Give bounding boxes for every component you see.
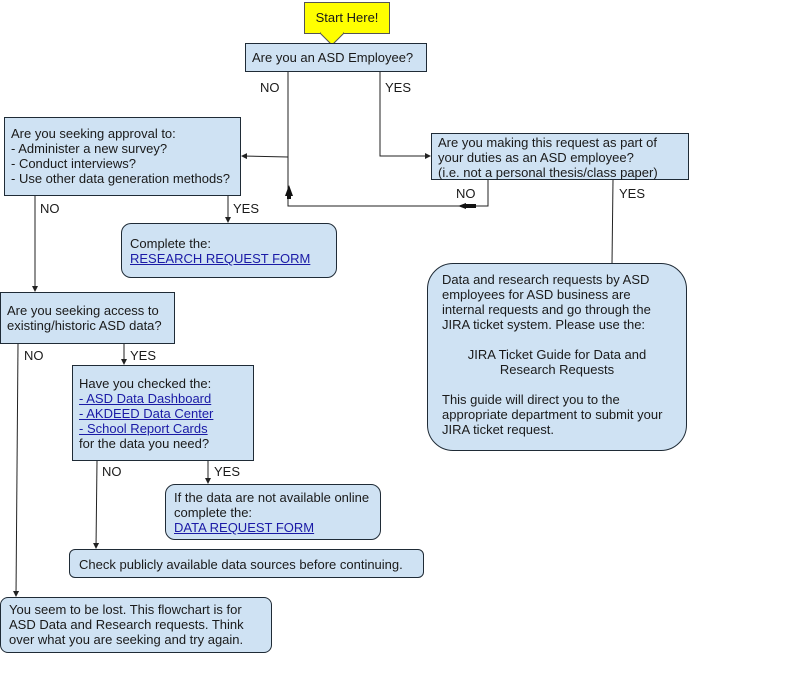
question-approval-line: - Use other data generation methods? <box>11 171 230 186</box>
jira-guide-title: JIRA Ticket Guide for Data and <box>467 347 647 362</box>
approval-yes-label: YES <box>233 201 260 216</box>
internal-text-line: Data and research requests by ASD <box>442 272 650 287</box>
question-approval-line: Are you seeking approval to: <box>11 126 176 141</box>
check-public-sources-text: Check publicly available data sources be… <box>79 557 403 572</box>
checked-yes-label: YES <box>214 464 241 479</box>
question-duties-line: Are you making this request as part of <box>438 135 657 150</box>
check-public-sources-box: Check publicly available data sources be… <box>69 549 424 578</box>
data-request-line: If the data are not available online <box>174 490 370 505</box>
employee-yes-arrow <box>379 72 431 159</box>
question-asd-employee: Are you an ASD Employee? <box>245 43 427 72</box>
question-access: Are you seeking access to existing/histo… <box>0 292 175 344</box>
access-yes-label: YES <box>130 348 157 363</box>
question-checked-intro: Have you checked the: <box>79 376 212 391</box>
question-access-line: Are you seeking access to <box>7 303 159 318</box>
start-here-callout: Start Here! <box>304 2 390 34</box>
employee-yes-label: YES <box>385 80 412 95</box>
approval-no-label: NO <box>40 201 60 216</box>
internal-text-line: appropriate department to submit your <box>442 407 663 422</box>
data-request-line: complete the: <box>174 505 253 520</box>
asd-data-dashboard-link[interactable]: - ASD Data Dashboard <box>79 391 212 406</box>
start-here-label: Start Here! <box>315 10 379 25</box>
research-request-box: Complete the: RESEARCH REQUEST FORM <box>121 223 337 278</box>
bold-arrow-left-icon <box>458 203 476 209</box>
duties-no-label: NO <box>456 186 476 201</box>
jira-guide-title: Research Requests <box>499 362 615 377</box>
internal-text-line: internal requests and go through the <box>442 302 651 317</box>
lost-message-line: over what you are seeking and try again. <box>9 632 244 647</box>
data-request-form-link[interactable]: DATA REQUEST FORM <box>174 520 315 535</box>
question-checked-outro: for the data you need? <box>79 436 210 451</box>
internal-text-line: employees for ASD business are <box>442 287 631 302</box>
question-duties: Are you making this request as part of y… <box>431 133 689 180</box>
akdeed-data-center-link[interactable]: - AKDEED Data Center <box>79 406 214 421</box>
internal-text-line: This guide will direct you to the <box>442 392 620 407</box>
employee-no-connector <box>287 72 489 207</box>
lost-message-line: ASD Data and Research requests. Think <box>9 617 244 632</box>
data-request-box: If the data are not available online com… <box>165 484 381 540</box>
duties-yes-connector <box>611 179 614 265</box>
research-request-intro: Complete the: <box>130 236 211 251</box>
bold-arrow-up-icon <box>285 185 293 199</box>
school-report-cards-link[interactable]: - School Report Cards <box>79 421 208 436</box>
employee-no-label: NO <box>260 80 280 95</box>
question-duties-line: your duties as an ASD employee? <box>438 150 634 165</box>
question-access-line: existing/historic ASD data? <box>7 318 162 333</box>
internal-text-line: JIRA ticket request. <box>442 422 554 437</box>
lost-message-line: You seem to be lost. This flowchart is f… <box>9 602 242 617</box>
question-approval-line: - Conduct interviews? <box>11 156 136 171</box>
lost-message-box: You seem to be lost. This flowchart is f… <box>0 597 272 653</box>
employee-no-to-approval-arrow <box>241 153 289 160</box>
question-approval-line: - Administer a new survey? <box>11 141 168 156</box>
question-approval: Are you seeking approval to: - Administe… <box>4 117 241 196</box>
access-no-label: NO <box>24 348 44 363</box>
research-request-form-link[interactable]: RESEARCH REQUEST FORM <box>130 251 311 266</box>
question-asd-employee-text: Are you an ASD Employee? <box>252 50 414 65</box>
question-checked-sources: Have you checked the: - ASD Data Dashboa… <box>72 365 254 461</box>
access-no-arrow <box>13 343 20 597</box>
duties-yes-label: YES <box>619 186 646 201</box>
checked-no-arrow <box>93 460 100 549</box>
checked-no-label: NO <box>102 464 122 479</box>
internal-requests-box: Data and research requests by ASD employ… <box>427 263 687 451</box>
internal-text-line: JIRA ticket system. Please use the: <box>442 317 646 332</box>
question-duties-line: (i.e. not a personal thesis/class paper) <box>438 165 658 180</box>
callout-pointer <box>320 32 344 46</box>
